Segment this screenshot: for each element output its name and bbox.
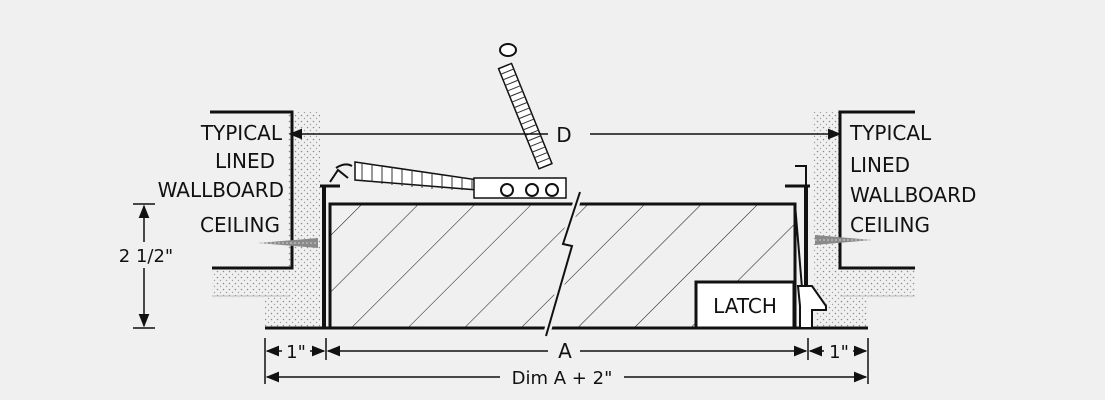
d-dimension-label: D [556, 123, 571, 147]
right-ceiling-label-4: CEILING [850, 213, 930, 237]
a-dimension-label: A [558, 339, 572, 363]
overall-dimension-label: Dim A + 2" [512, 368, 613, 389]
left-ceiling-wallboard [210, 110, 320, 328]
left-ceiling-label-4: CEILING [200, 213, 280, 237]
left-screw [258, 238, 318, 248]
left-ceiling-label-2: LINED [215, 149, 275, 173]
left-frame [320, 184, 340, 328]
left-flange-label: 1" [286, 342, 306, 363]
support-rod [497, 43, 553, 170]
bottom-extension-lines [264, 338, 869, 384]
right-flange-label: 1" [829, 342, 849, 363]
right-ceiling-wallboard [812, 110, 915, 328]
break-line-stroke [545, 191, 581, 337]
right-screw [815, 235, 872, 245]
left-ceiling-label-1: TYPICAL [200, 121, 283, 145]
right-ceiling-label-3: WALLBOARD [850, 183, 976, 207]
left-ceiling-label-3: WALLBOARD [158, 178, 284, 202]
height-dimension [133, 203, 155, 329]
height-dimension-label: 2 1/2" [119, 246, 173, 267]
latch-label: LATCH [713, 294, 777, 318]
right-ceiling-label-2: LINED [850, 153, 910, 177]
right-ceiling-label-1: TYPICAL [849, 121, 932, 145]
latch [694, 280, 827, 330]
hinge-spring [329, 161, 567, 199]
